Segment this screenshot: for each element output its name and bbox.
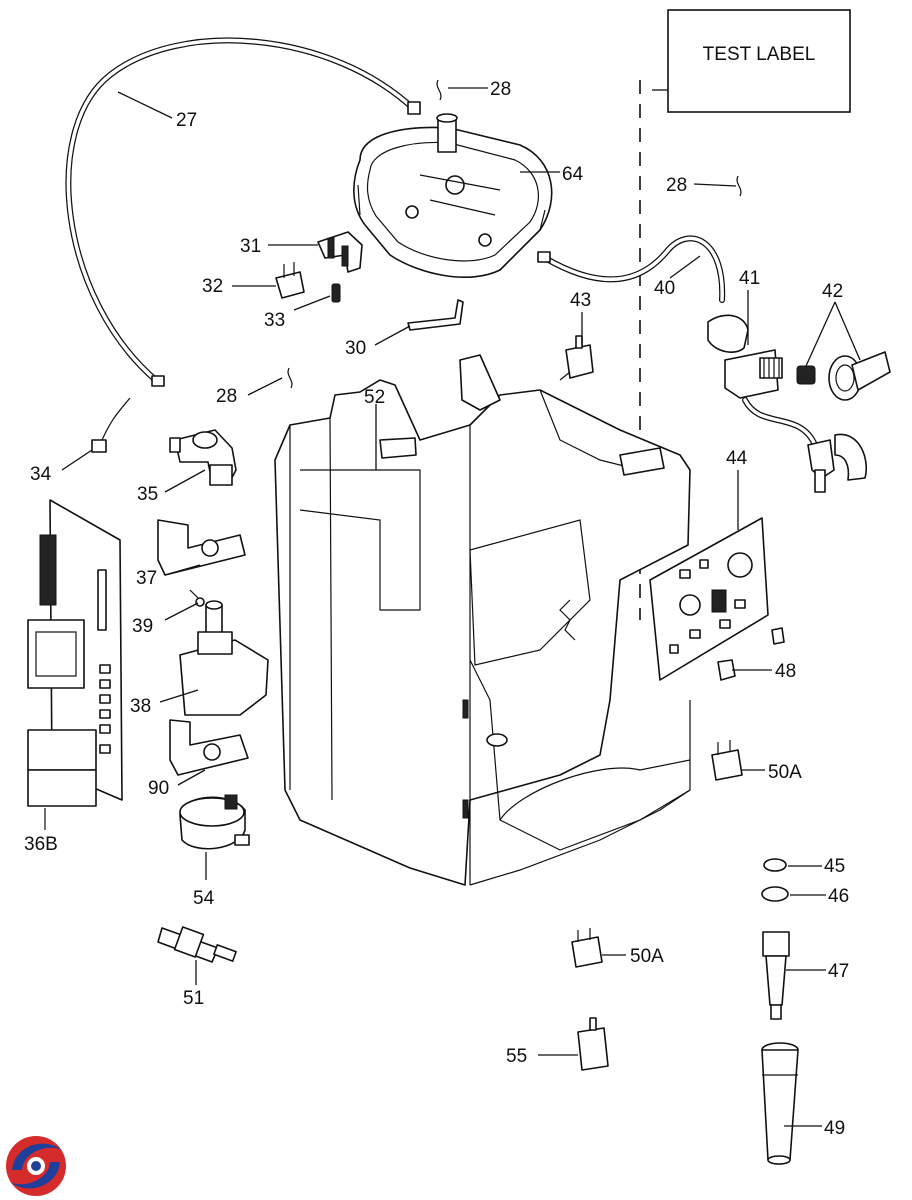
part-64-thermoblock [353, 113, 553, 278]
callout-54: 54 [193, 888, 215, 909]
callout-50a-right: 50A [768, 762, 802, 783]
part-49-steam-tube [761, 1042, 799, 1165]
part-50a-terminal-bottom [571, 928, 603, 968]
part-27-tube [65, 37, 421, 387]
callout-47: 47 [828, 961, 849, 982]
part-43-microswitch [559, 335, 594, 381]
part-33-spring [331, 283, 341, 303]
callout-labels: 27 28 64 28 31 32 33 30 40 41 42 43 52 2… [24, 79, 849, 1139]
callout-28-left: 28 [216, 386, 237, 407]
part-41-steam-valve [707, 314, 867, 493]
callout-32: 32 [202, 276, 223, 297]
callout-64: 64 [562, 164, 584, 185]
part-30-pin [407, 299, 464, 331]
part-44-control-board [649, 517, 769, 681]
part-36b-power-board [27, 499, 123, 830]
callout-38: 38 [130, 696, 151, 717]
leader-lines [61, 87, 861, 1127]
part-40-tube [537, 235, 726, 303]
part-50a-terminal-right [711, 740, 743, 781]
brand-logo-icon [6, 1136, 66, 1196]
test-label-box: TEST LABEL [652, 9, 851, 113]
part-52-frame [274, 354, 691, 886]
part-45-seal [763, 858, 787, 872]
callout-39: 39 [132, 616, 153, 637]
part-38-pump [179, 600, 269, 716]
part-37-bracket [157, 519, 246, 576]
callout-48: 48 [775, 661, 796, 682]
callout-28-right: 28 [666, 175, 687, 196]
callout-41: 41 [739, 268, 760, 289]
callout-34: 34 [30, 464, 52, 485]
test-label-text: TEST LABEL [703, 44, 816, 65]
callout-33: 33 [264, 310, 285, 331]
part-90-bracket [169, 719, 249, 776]
part-47-nozzle [762, 931, 790, 1020]
part-42-knob [796, 351, 891, 401]
callout-37: 37 [136, 568, 157, 589]
callout-52: 52 [364, 387, 385, 408]
part-55-terminal [577, 1017, 609, 1071]
callout-36b: 36B [24, 834, 58, 855]
part-28-clip-top [436, 79, 442, 101]
callout-49: 49 [824, 1118, 845, 1139]
part-35-solenoid-valve [169, 429, 237, 486]
callout-44: 44 [726, 448, 748, 469]
part-54-flowmeter [179, 794, 250, 850]
callout-46: 46 [828, 886, 849, 907]
callout-43: 43 [570, 290, 591, 311]
part-34-connector [91, 397, 131, 453]
callout-51: 51 [183, 988, 204, 1009]
callout-50a-bottom: 50A [630, 946, 664, 967]
callout-55: 55 [506, 1046, 527, 1067]
part-28-clip-right [736, 175, 742, 197]
part-31-bracket [317, 231, 363, 273]
part-51-connector [157, 926, 237, 963]
callout-27: 27 [176, 110, 197, 131]
part-28-clip-left [287, 367, 293, 389]
part-48-fastener [717, 627, 785, 681]
callout-31: 31 [240, 236, 261, 257]
callout-35: 35 [137, 484, 158, 505]
part-46-seal [761, 886, 789, 902]
callout-40: 40 [654, 278, 675, 299]
part-39-sensor [189, 589, 205, 607]
callout-42: 42 [822, 281, 843, 302]
part-32-clip [275, 262, 305, 299]
callout-28-top: 28 [490, 79, 511, 100]
callout-45: 45 [824, 856, 845, 877]
callout-90: 90 [148, 778, 169, 799]
callout-30: 30 [345, 338, 366, 359]
